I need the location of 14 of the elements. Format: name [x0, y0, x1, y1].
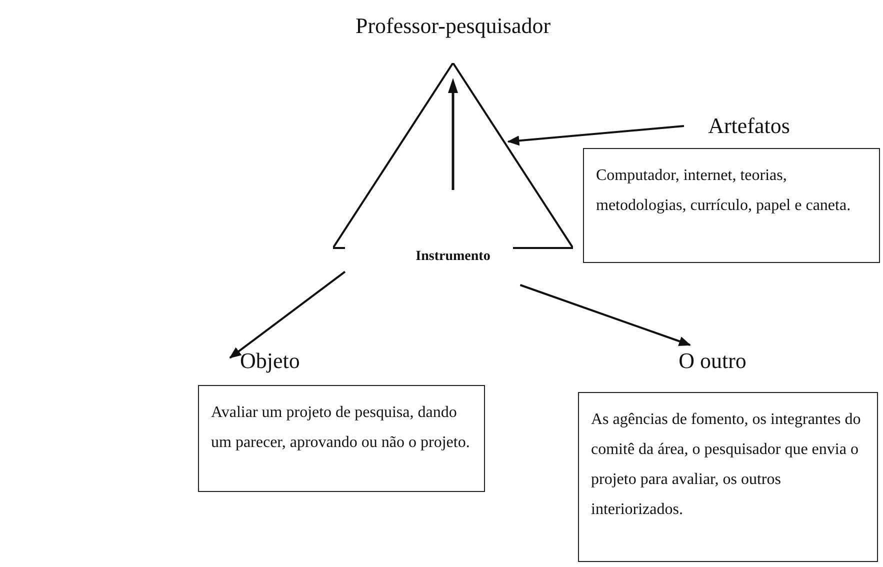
text-box — [583, 148, 880, 263]
arrow — [229, 270, 346, 359]
text-box — [578, 392, 878, 562]
arrow — [507, 125, 684, 146]
description-text: Avaliar um projeto de pesquisa, dando um parecer, aprovando ou não o projeto. — [211, 403, 471, 453]
text-box — [198, 385, 485, 492]
description-text: As agências de fomento, os integrantes do comitê da área, o pesquisador que envia o projeto para avaliar, os outros interiorizados. — [591, 410, 862, 520]
description-text: Computador, internet, teorias, metodologias, currículo, papel e caneta. — [596, 166, 852, 216]
heading-text: Objeto — [240, 348, 300, 374]
triangle-label: Instrumento — [416, 249, 490, 265]
heading-text: O outro — [678, 348, 746, 374]
heading-text: Professor-pesquisador — [355, 13, 551, 39]
heading-text: Artefatos — [708, 113, 790, 139]
arrow — [520, 284, 691, 346]
